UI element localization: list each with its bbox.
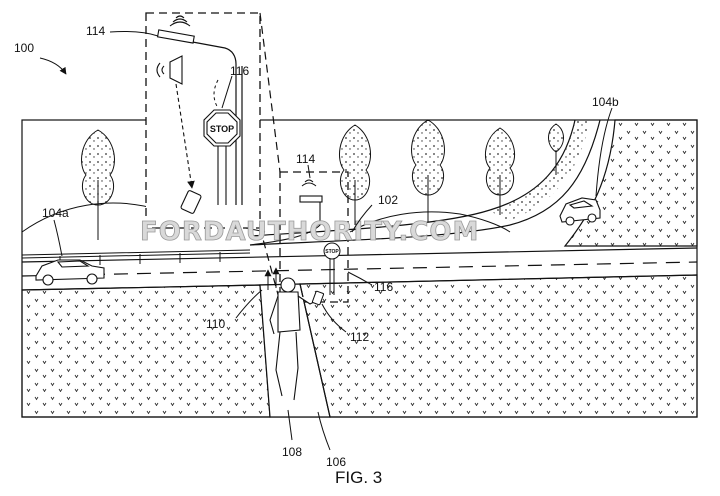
inset-box <box>146 13 260 228</box>
scene-stop-text: STOP <box>325 249 339 255</box>
label-110: 110 <box>206 317 225 331</box>
label-114-scene: 114 <box>296 152 315 166</box>
grass-lower-right <box>300 275 697 417</box>
label-116-scene: 116 <box>374 280 393 294</box>
label-114-inset: 114 <box>86 24 105 38</box>
label-106: 106 <box>326 455 346 469</box>
label-112: 112 <box>350 330 369 344</box>
label-100: 100 <box>14 41 34 55</box>
label-102: 102 <box>378 193 398 207</box>
grass-lower-left <box>22 285 270 417</box>
inset-stop-text: STOP <box>210 124 234 134</box>
watermark-text: FORDAUTHORITY.COM <box>140 217 479 247</box>
figure-caption: FIG. 3 <box>335 468 382 487</box>
label-108: 108 <box>282 445 302 459</box>
label-116-inset: 116 <box>230 64 249 78</box>
label-104a: 104a <box>42 206 69 220</box>
label-104b: 104b <box>592 95 619 109</box>
